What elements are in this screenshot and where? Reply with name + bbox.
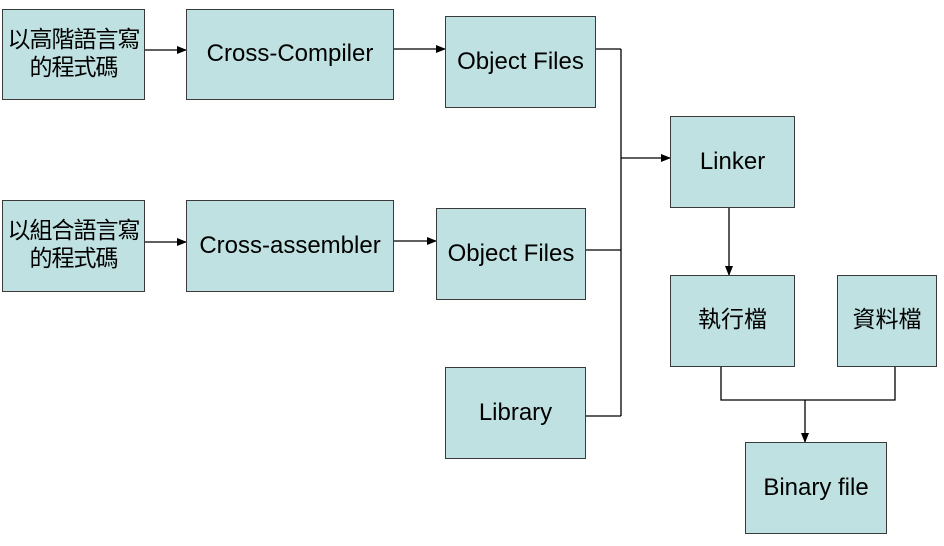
line-executable-to-merge: [720, 367, 896, 401]
source-asm-label-wrap: 以組合語言寫的程式碼: [5, 218, 143, 273]
binary-file-box: Binary file: [745, 442, 887, 534]
binary-file-label: Binary file: [763, 473, 869, 501]
source-asm-label: 以組合語言寫的程式碼: [7, 218, 141, 272]
cross-assembler-box: Cross-assembler: [186, 200, 394, 292]
library-box: Library: [445, 367, 586, 459]
source-hll-label: 以高階語言寫的程式碼: [7, 26, 141, 81]
cross-compiler-box: Cross-Compiler: [186, 9, 394, 100]
source-hll-box: 以高階語言寫的程式碼: [2, 9, 145, 100]
executable-label: 執行檔: [698, 307, 767, 334]
cross-assembler-label: Cross-assembler: [199, 231, 381, 259]
data-file-box: 資料檔: [837, 275, 937, 367]
source-asm-box: 以組合語言寫的程式碼: [2, 200, 145, 292]
object-files-1-label: Object Files: [457, 47, 584, 75]
data-file-label: 資料檔: [852, 307, 922, 334]
source-hll-label-wrap: 以高階語言寫的程式碼: [5, 27, 143, 82]
object-files-2-box: Object Files: [436, 208, 586, 300]
executable-box: 執行檔: [670, 275, 795, 367]
library-label: Library: [478, 398, 553, 426]
linker-label: Linker: [699, 147, 766, 175]
object-files-2-label: Object Files: [447, 239, 575, 267]
object-files-1-box: Object Files: [445, 16, 596, 108]
cross-compiler-label: Cross-Compiler: [206, 40, 374, 68]
linker-box: Linker: [670, 116, 795, 208]
